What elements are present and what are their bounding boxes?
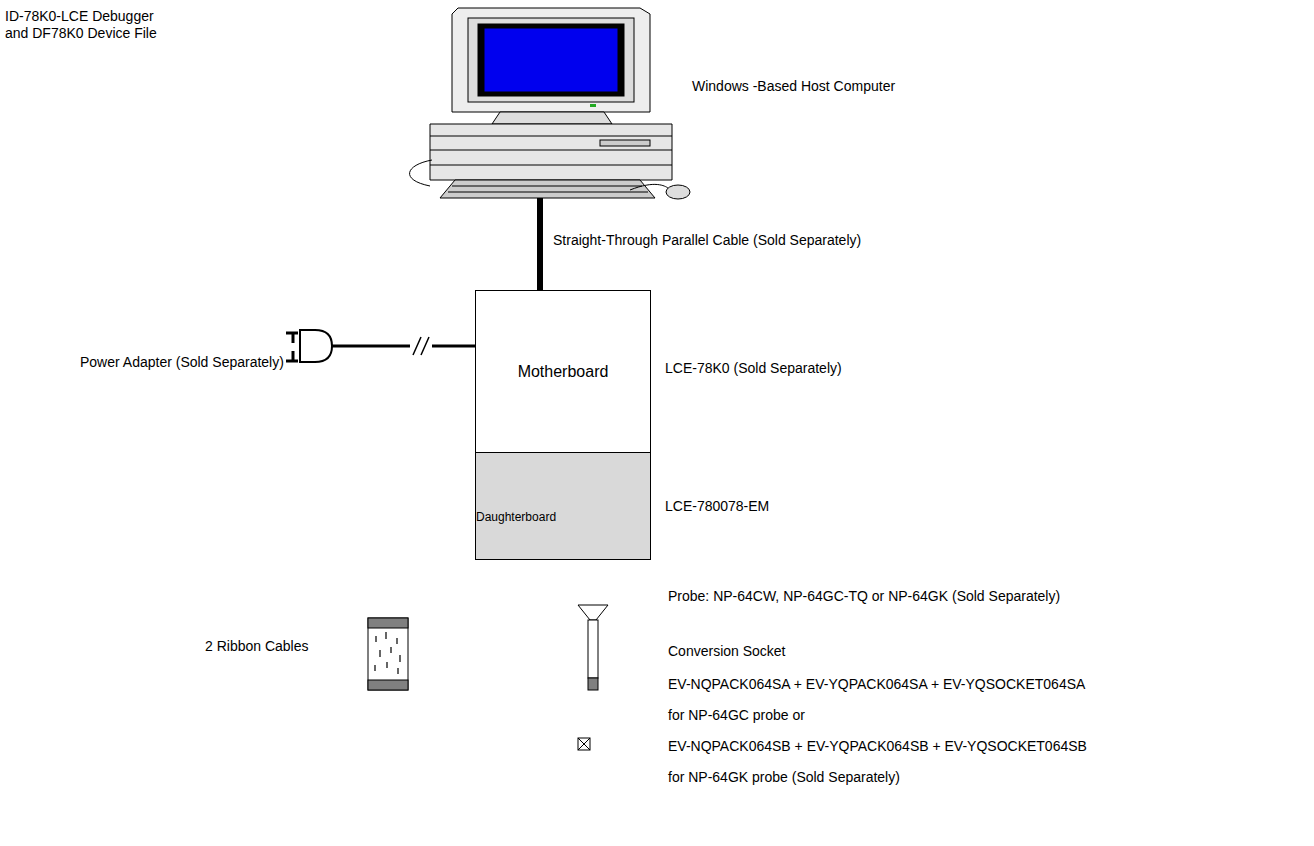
- probe: [578, 605, 608, 690]
- part-label: Power Adapter (Sold Separately): [80, 354, 284, 371]
- part-label: EV-NQPACK064SA + EV-YQPACK064SA + EV-YQS…: [668, 676, 1085, 693]
- part-label: EV-NQPACK064SB + EV-YQPACK064SB + EV-YQS…: [668, 738, 1087, 755]
- part-label: Conversion Socket: [668, 643, 786, 660]
- ribbon-cables: [368, 618, 408, 690]
- parallel-cable: [537, 198, 543, 290]
- part-label: for NP-64GK probe (Sold Separately): [668, 769, 900, 786]
- part-label: Straight-Through Parallel Cable (Sold Se…: [553, 232, 861, 249]
- part-label: for NP-64GC probe or: [668, 707, 805, 724]
- power-adapter: [286, 330, 475, 362]
- board-label: Daughterboard: [476, 510, 556, 524]
- host-computer: [410, 8, 690, 199]
- part-label: LCE-78K0 (Sold Separately): [665, 360, 842, 377]
- part-label: ID-78K0-LCE Debugger and DF78K0 Device F…: [5, 8, 173, 42]
- part-label: 2 Ribbon Cables: [205, 638, 309, 655]
- part-label: Windows -Based Host Computer: [692, 78, 895, 95]
- motherboard-box: Motherboard: [475, 290, 651, 453]
- part-label: LCE-780078-EM: [665, 498, 769, 515]
- conversion-socket: [578, 738, 590, 750]
- daughterboard-box: Daughterboard: [475, 452, 651, 560]
- board-label: Motherboard: [518, 363, 609, 381]
- part-label: Probe: NP-64CW, NP-64GC-TQ or NP-64GK (S…: [668, 588, 1060, 605]
